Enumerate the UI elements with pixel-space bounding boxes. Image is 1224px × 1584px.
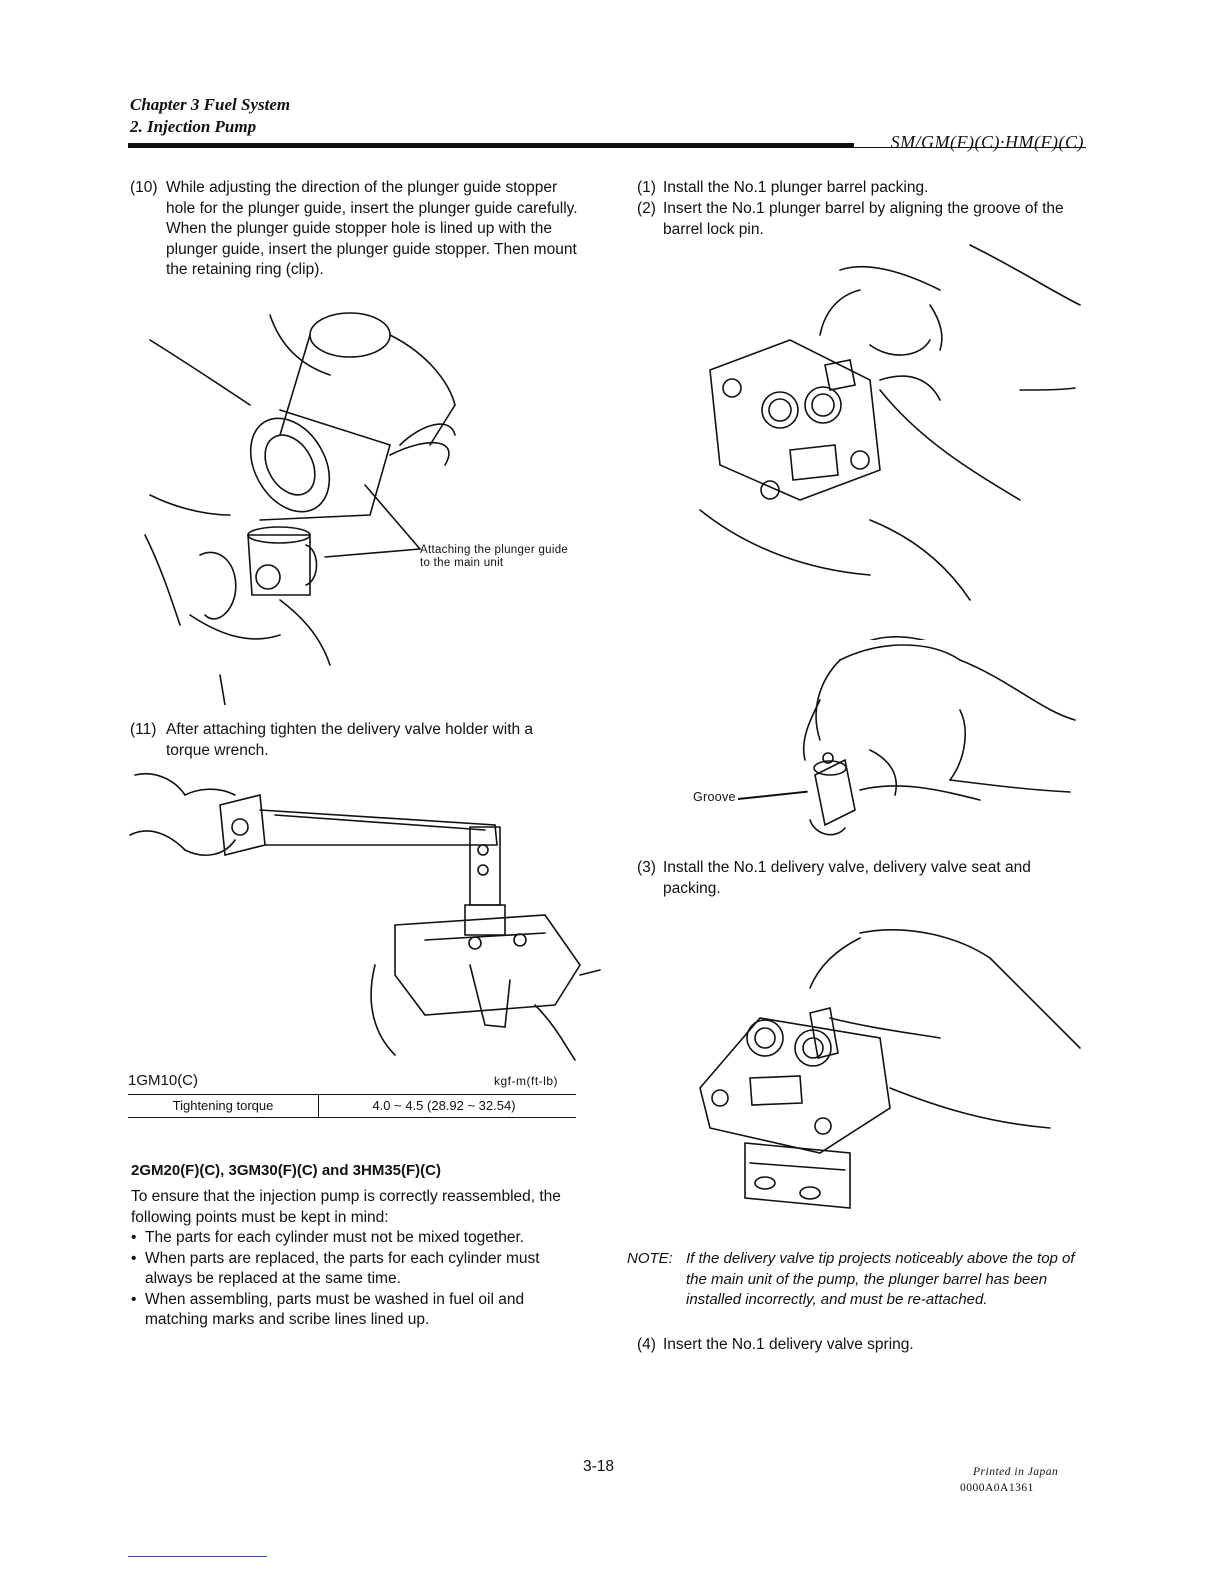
step-r3-text: Install the No.1 delivery valve, deliver… <box>663 859 1031 897</box>
bullet-text: When assembling, parts must be washed in… <box>145 1290 525 1329</box>
section-title: 2. Injection Pump <box>130 117 257 136</box>
model-range: SM/GM(F)(C)·HM(F)(C) <box>890 132 1084 152</box>
step-r4-text: Insert the No.1 delivery valve spring. <box>663 1336 914 1353</box>
delivery-valve-illustration <box>690 918 1085 1228</box>
note-text: If the delivery valve tip projects notic… <box>686 1250 1075 1308</box>
chapter-title: Chapter 3 Fuel System <box>130 95 291 114</box>
fig1-callout: Attaching the plunger guide to the main … <box>420 544 568 569</box>
groove-callout: Groove <box>693 790 736 804</box>
torque-label: Tightening torque <box>128 1095 319 1117</box>
step-r2-text: Insert the No.1 plunger barrel by aligni… <box>663 200 1064 238</box>
step-number: (11) <box>130 721 157 738</box>
bullet-text: When parts are replaced, the parts for e… <box>145 1249 540 1288</box>
torque-unit: kgf-m(ft-lb) <box>494 1074 558 1088</box>
page-number: 3-18 <box>583 1458 615 1475</box>
intro-text: To ensure that the injection pump is cor… <box>131 1188 561 1226</box>
bullet-item: •When parts are replaced, the parts for … <box>131 1249 540 1288</box>
models-subheading: 2GM20(F)(C), 3GM30(F)(C) and 3HM35(F)(C) <box>131 1162 441 1179</box>
header-rule <box>128 143 854 148</box>
plunger-barrel-illustration <box>690 240 1085 640</box>
step-10-text-2: When the plunger guide stopper hole is l… <box>166 220 577 278</box>
step-number: (2) <box>637 200 656 217</box>
note-block: NOTE: If the delivery valve tip projects… <box>627 1249 1079 1311</box>
footer-line <box>128 1556 267 1557</box>
fig1-callout-line1: Attaching the plunger guide <box>420 544 569 556</box>
bullet-item: •When assembling, parts must be washed i… <box>131 1290 525 1329</box>
step-r1-text: Install the No.1 plunger barrel packing. <box>663 179 929 196</box>
step-number: (4) <box>637 1336 656 1353</box>
bullet-item: •The parts for each cylinder must not be… <box>131 1229 525 1246</box>
step-r4: (4) Insert the No.1 delivery valve sprin… <box>637 1335 1082 1356</box>
step-r1: (1) Install the No.1 plunger barrel pack… <box>637 178 1082 199</box>
fig1-callout-line2: to the main unit <box>420 556 504 569</box>
step-10-text-1: While adjusting the direction of the plu… <box>166 179 578 217</box>
torque-value: 4.0 ~ 4.5 (28.92 ~ 32.54) <box>372 1098 516 1113</box>
step-10: (10) While adjusting the direction of th… <box>130 178 580 281</box>
groove-illustration <box>780 630 1080 850</box>
document-code: 0000A0A1361 <box>960 1482 1034 1494</box>
printed-in: Printed in Japan <box>973 1466 1059 1478</box>
step-number: (1) <box>637 179 656 196</box>
plunger-guide-illustration <box>130 295 470 705</box>
step-11: (11) After attaching tighten the deliver… <box>130 720 580 761</box>
step-number: (3) <box>637 859 656 876</box>
step-r2: (2) Insert the No.1 plunger barrel by al… <box>637 199 1082 240</box>
step-11-text: After attaching tighten the delivery val… <box>166 721 534 759</box>
torque-table: Tightening torque 4.0 ~ 4.5 (28.92 ~ 32.5… <box>128 1094 576 1118</box>
step-number: (10) <box>130 179 158 196</box>
step-r3: (3) Install the No.1 delivery valve, del… <box>637 858 1082 899</box>
torque-model: 1GM10(C) <box>128 1072 199 1089</box>
bullet-text: The parts for each cylinder must not be … <box>145 1229 525 1246</box>
reassembly-notes: To ensure that the injection pump is cor… <box>131 1187 581 1331</box>
note-label: NOTE: <box>627 1250 673 1267</box>
header-rule-thin <box>854 147 1086 148</box>
torque-wrench-illustration <box>125 765 605 1070</box>
